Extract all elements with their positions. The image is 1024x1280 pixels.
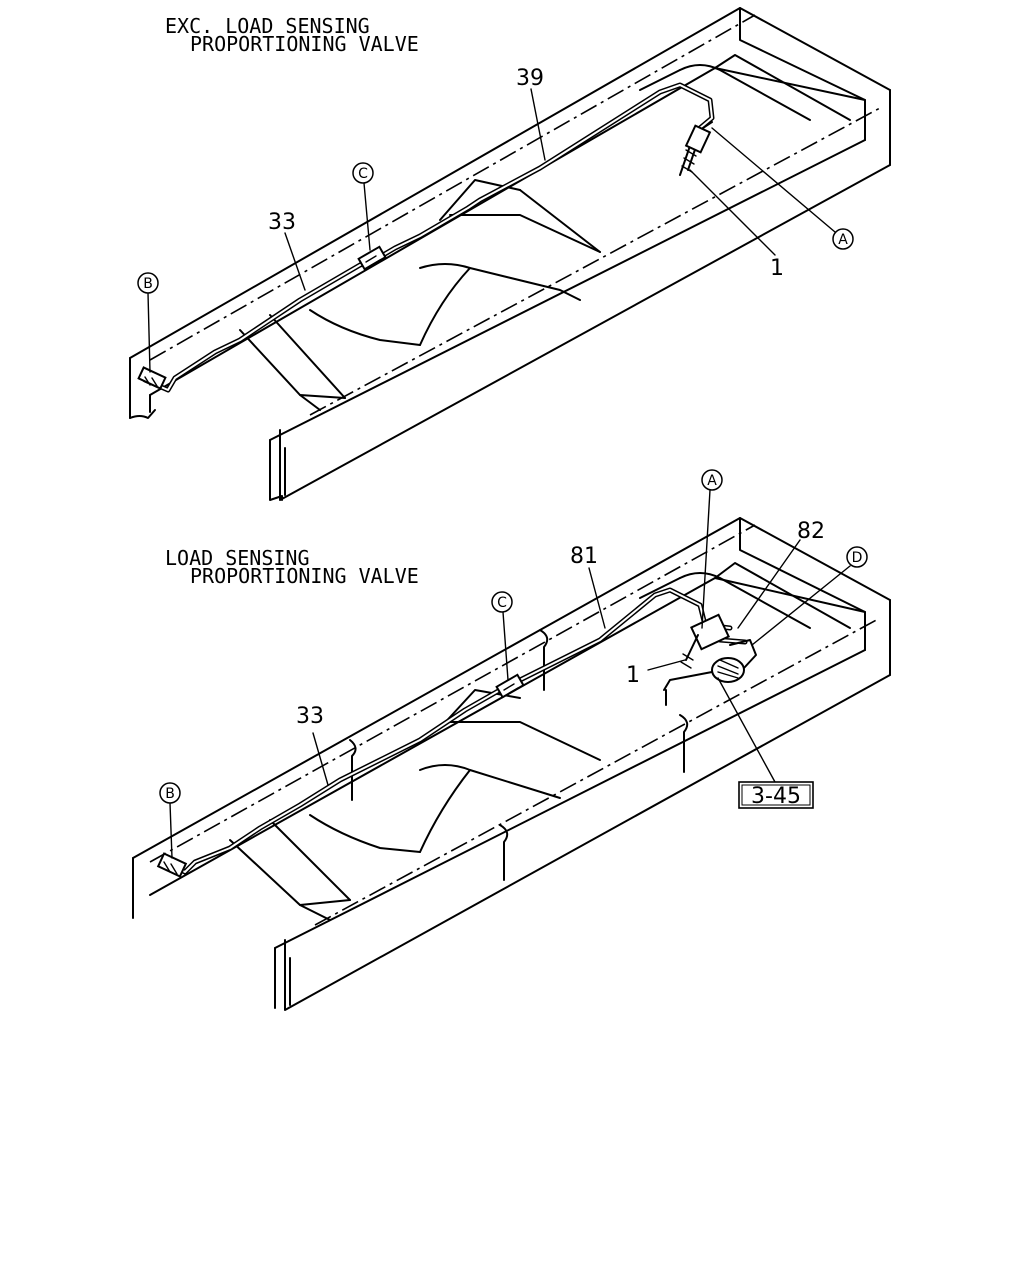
bottom-circled-a-label: A: [707, 473, 717, 489]
top-circled-b: B: [137, 272, 159, 294]
bottom-callout-33: 33: [296, 704, 324, 729]
top-leader-39: [530, 88, 546, 161]
top-union-fitting-c: [357, 245, 387, 271]
bottom-heading-line2: PROPORTIONING VALVE: [190, 564, 419, 588]
bottom-circled-a: A: [701, 469, 723, 491]
top-leader-a: [711, 127, 836, 233]
top-end-fitting-b: [137, 366, 167, 390]
bottom-reference-label: 3-45: [751, 784, 801, 809]
top-leader-33: [284, 232, 306, 291]
top-brake-pipe: [142, 82, 715, 393]
top-leader-1: [689, 169, 776, 256]
top-leader-c: [363, 182, 371, 251]
bottom-heading-line1: LOAD SENSING: [165, 546, 310, 570]
top-heading-line1: EXC. LOAD SENSING: [165, 14, 370, 38]
diagram-top: EXC. LOAD SENSING PROPORTIONING VALVE: [129, 7, 891, 501]
top-circled-b-label: B: [143, 276, 153, 292]
bottom-circled-b-label: B: [165, 786, 175, 802]
top-leader-b: [147, 292, 151, 373]
load-sensing-valve: [663, 613, 757, 706]
bottom-callout-82: 82: [797, 519, 825, 544]
bottom-callout-1: 1: [626, 663, 640, 688]
top-circled-c: C: [352, 162, 374, 184]
bottom-reference-box: 3-45: [738, 781, 814, 809]
bottom-leader-d: [751, 565, 851, 646]
bottom-leader-ref: [717, 677, 776, 783]
bottom-leader-81: [588, 567, 606, 629]
bottom-end-fitting-b: [156, 852, 188, 878]
bottom-circled-b: B: [159, 782, 181, 804]
top-heading-line2: PROPORTIONING VALVE: [190, 32, 419, 56]
top-circled-c-label: C: [358, 166, 368, 182]
bottom-frame-rails: [132, 517, 891, 1011]
bottom-circled-d: D: [846, 546, 868, 568]
bottom-leader-b: [169, 802, 173, 859]
bottom-circled-c: C: [491, 591, 513, 613]
bottom-leader-c: [502, 611, 509, 681]
bottom-brake-pipe: [162, 587, 748, 875]
top-frame-rails: [129, 7, 891, 501]
bottom-leader-1: [647, 659, 686, 671]
bottom-circled-d-label: D: [852, 550, 863, 566]
bottom-leader-33: [312, 732, 329, 786]
bottom-leader-a: [701, 489, 711, 629]
top-callout-39: 39: [516, 66, 544, 91]
bottom-callout-81: 81: [570, 544, 598, 569]
diagram-bottom: LOAD SENSING PROPORTIONING VALVE: [132, 469, 891, 1011]
bottom-leader-82: [737, 539, 801, 629]
bottom-circled-c-label: C: [497, 595, 507, 611]
top-callout-33: 33: [268, 210, 296, 235]
top-callout-1: 1: [770, 256, 784, 281]
bottom-union-fitting-c: [495, 673, 525, 699]
top-circled-a-label: A: [838, 232, 848, 248]
top-valve-fitting-a: [679, 121, 713, 176]
top-circled-a: A: [832, 228, 854, 250]
